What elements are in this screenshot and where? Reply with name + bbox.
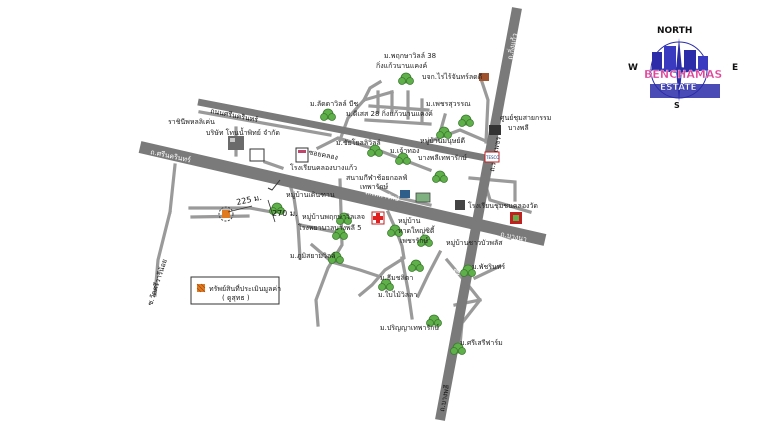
- brand-line1: BENCHAMAS: [644, 68, 722, 81]
- brand-line2: ESTATE: [660, 83, 697, 93]
- place-label: บจก.ไร่ไร้จันทร์ลดดี: [422, 72, 482, 81]
- tree-icon: [395, 152, 411, 165]
- minor-road: [364, 104, 432, 126]
- minor-road: [472, 263, 503, 281]
- building-icon: [249, 148, 265, 162]
- place-label: ม.พัชรินทร์: [472, 263, 505, 271]
- label-bangplee-2: ถ.บางพลี: [438, 384, 451, 412]
- property-target: [218, 179, 281, 223]
- tree-icon: [367, 144, 383, 157]
- minor-road: [286, 176, 302, 260]
- hospital-icon: [371, 211, 385, 225]
- distance-270: 270 ม.: [272, 209, 298, 218]
- minor-road: [376, 90, 424, 124]
- building-icon: [513, 215, 519, 221]
- place-label: ม.ชัยโยลลิวิลล์: [336, 138, 381, 147]
- tree-icon: [417, 234, 433, 247]
- minor-road: [262, 159, 285, 171]
- place-label: ม.ใบไม้วิลลา: [378, 290, 417, 299]
- building-icon: [479, 73, 489, 81]
- place-label: บริษัท โทนน้ำพิทย์ จำกัด: [206, 126, 280, 137]
- brand-logo: [648, 38, 720, 102]
- tree-icon: [458, 114, 474, 127]
- minor-road: [479, 79, 490, 144]
- place-label: ม.เพชรสุวรรณ: [426, 100, 471, 108]
- building-icon: [489, 125, 501, 135]
- place-label: หาดใหญ่ซิตี้: [398, 224, 435, 235]
- minor-road: [153, 163, 177, 297]
- tree-icon: [378, 278, 394, 291]
- building-icon: [400, 190, 410, 198]
- distance-225: 225 ม.: [236, 193, 263, 207]
- place-label: บางพลี: [508, 124, 529, 132]
- building-icon: [455, 200, 465, 210]
- minor-road: [188, 206, 274, 214]
- tree-markers: [269, 72, 476, 355]
- road-kingkaew: [197, 98, 487, 162]
- tree-icon: [398, 72, 414, 85]
- place-labels: ม.พฤกษาวิลล์ 38 กิ่งแก้วนานแคงค์ บจก.ไร่…: [168, 52, 551, 347]
- place-label: สนามกีฬาช้อยกอลฟ์: [346, 174, 407, 182]
- place-label: หมู่บ้าน: [398, 217, 421, 225]
- tree-icon: [269, 202, 285, 215]
- place-label: ราชินีพหลลิเค่น: [168, 118, 215, 126]
- building-icon: [298, 150, 306, 153]
- minor-road: [309, 242, 381, 279]
- building-icon: [230, 138, 235, 142]
- tree-icon: [450, 342, 466, 355]
- building-icons: TESCO: [228, 73, 522, 224]
- place-label: ม.เจ้าทอง: [390, 147, 420, 155]
- place-label: บางพลีเทพารักษ์: [418, 154, 467, 162]
- place-label: ม.ปริญญาเทพารักษ์: [380, 324, 439, 332]
- place-label: กิ่งแก้วนานแคงค์: [376, 61, 427, 70]
- minor-roads: [153, 79, 532, 347]
- compass-north: NORTH: [657, 26, 692, 36]
- minor-road: [198, 110, 332, 137]
- minor-road: [361, 79, 383, 103]
- place-label: เพชรรักษ์: [400, 237, 429, 245]
- building-icon: [415, 192, 431, 203]
- legend-line2: ( ดูสุทธ ): [222, 294, 250, 302]
- place-label: โรงเรียนคลองบางแก้ว: [290, 163, 357, 172]
- minor-road: [400, 256, 414, 320]
- tesco-label: TESCO: [485, 155, 499, 160]
- compass-south: S: [674, 101, 680, 110]
- place-label: ม.ภูมิสยามวิลล์: [290, 252, 336, 260]
- place-label: ม.ธีมชลิตา: [380, 274, 413, 282]
- tree-icon: [426, 314, 442, 327]
- place-label: หมู่บ้านชาวบัวพลัส: [446, 239, 503, 247]
- minor-road: [415, 249, 443, 299]
- place-label: ม.ศรีเสรีฟาร์ม: [460, 339, 503, 347]
- tree-icon: [332, 227, 348, 240]
- tree-icon: [436, 126, 452, 139]
- place-label: เทพารักษ์: [360, 183, 389, 191]
- tree-icon: [336, 212, 352, 225]
- place-label: ศูนย์ชุมสายกรรม: [500, 114, 551, 122]
- legend-line1: ทรัพย์สินที่ประเมินมูลค่า: [209, 284, 281, 293]
- compass-west: W: [628, 63, 638, 73]
- place-label: หมู่บ้านเดินฑาน: [286, 191, 335, 199]
- minor-road: [298, 223, 342, 235]
- place-label: โรงเรียนชุมชนคลองวัด: [468, 201, 538, 210]
- tree-icon: [432, 170, 448, 183]
- place-label: ม.พฤกษาวิลล์ 38: [384, 52, 436, 60]
- place-label: ม.ลัดดาวิลล์ บีช: [310, 100, 358, 108]
- tree-icon: [408, 259, 424, 272]
- tree-icon: [460, 264, 476, 277]
- tree-icon: [387, 224, 403, 237]
- compass-east: E: [732, 63, 738, 73]
- place-label: ม.ดีเสส 28 กิ่งแก้วนานแคงค์: [346, 109, 433, 118]
- tree-icon: [320, 108, 336, 121]
- place-label: โรงพยาบาลบางพลี 5: [298, 223, 362, 232]
- place-label: หมู่บ้านพฤกษาวิลเลจ: [302, 213, 365, 221]
- tree-icon: [328, 251, 344, 264]
- building-icon: [484, 151, 500, 163]
- legend-box: [190, 276, 280, 305]
- place-label: หมู่บ้านมนุษย์ดี: [420, 137, 465, 145]
